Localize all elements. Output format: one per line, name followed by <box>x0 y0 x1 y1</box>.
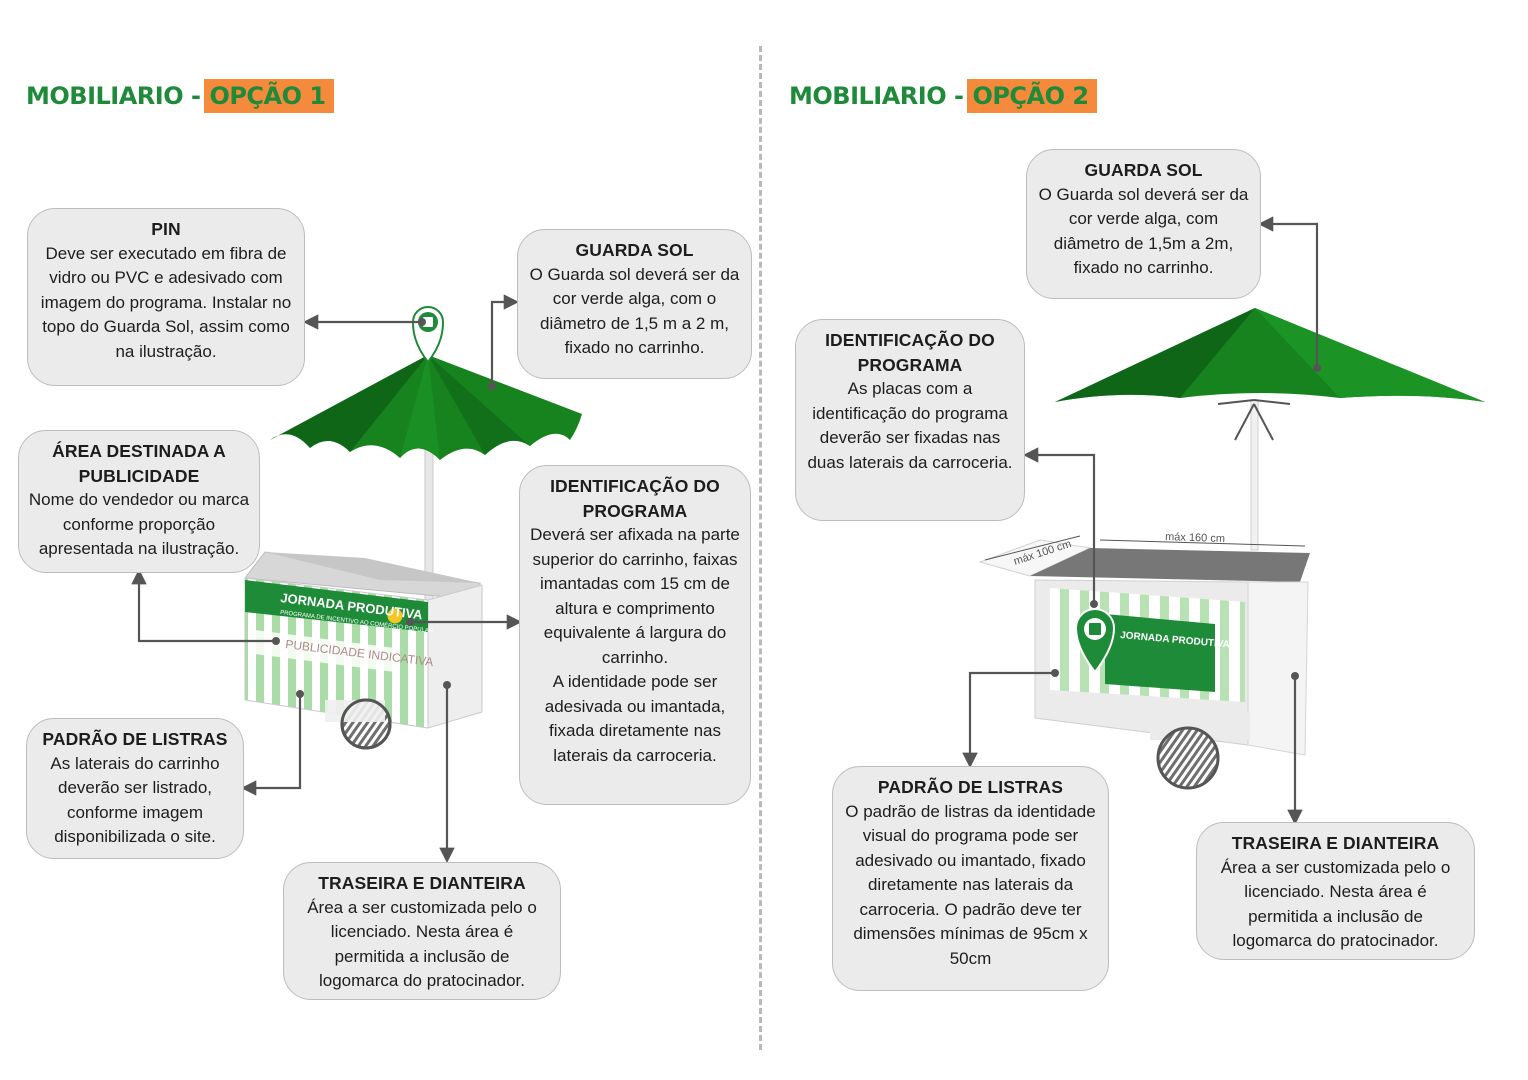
callout-traseira-2: TRASEIRA E DIANTEIRA Área a ser customiz… <box>1196 822 1475 960</box>
callout-pin-body: Deve ser executado em fibra de vidro ou … <box>40 243 292 361</box>
callout-identificacao-2-heading: IDENTIFICAÇÃO DO PROGRAMA <box>825 330 995 375</box>
left-title: MOBILIARIO - OPÇÃO 1 <box>26 78 334 114</box>
callout-traseira-1: TRASEIRA E DIANTEIRA Área a ser customiz… <box>283 862 561 1000</box>
callout-pin: PIN Deve ser executado em fibra de vidro… <box>27 208 305 386</box>
callout-area-publicidade-body: Nome do vendedor ou marca conforme propo… <box>28 490 250 558</box>
callout-identificacao-2: IDENTIFICAÇÃO DO PROGRAMA As placas com … <box>795 319 1025 521</box>
callout-identificacao-1: IDENTIFICAÇÃO DO PROGRAMA Deverá ser afi… <box>519 465 751 805</box>
umbrella-1 <box>270 355 582 460</box>
right-title-highlight: OPÇÃO 2 <box>967 79 1097 113</box>
callout-padrao-listras-2: PADRÃO DE LISTRAS O padrão de listras da… <box>832 766 1109 991</box>
callout-padrao-listras-2-body: O padrão de listras da identidade visual… <box>845 801 1096 968</box>
callout-guarda-sol-1-heading: GUARDA SOL <box>575 240 694 260</box>
left-title-main: MOBILIARIO - <box>26 82 201 110</box>
callout-padrao-listras-1-heading: PADRÃO DE LISTRAS <box>42 729 228 749</box>
pin-icon-1 <box>411 306 445 364</box>
callout-guarda-sol-2-body: O Guarda sol deverá ser da cor verde alg… <box>1038 184 1249 278</box>
section-divider <box>759 46 762 1050</box>
callout-guarda-sol-2-heading: GUARDA SOL <box>1084 160 1203 180</box>
callout-traseira-2-body: Área a ser customizada pelo o licenciado… <box>1220 857 1451 951</box>
callout-guarda-sol-1: GUARDA SOL O Guarda sol deverá ser da co… <box>517 229 752 379</box>
right-title-main: MOBILIARIO - <box>789 82 964 110</box>
left-title-highlight: OPÇÃO 1 <box>204 79 334 113</box>
callout-padrao-listras-1-body: As laterais do carrinho deverão ser list… <box>50 753 220 847</box>
umbrella-2 <box>1055 308 1485 441</box>
wheel-2 <box>1156 726 1220 790</box>
right-connectors <box>962 216 1321 826</box>
callout-pin-heading: PIN <box>151 219 181 239</box>
callout-padrao-listras-2-heading: PADRÃO DE LISTRAS <box>877 777 1064 797</box>
callout-guarda-sol-1-body: O Guarda sol deverá ser da cor verde alg… <box>529 264 740 358</box>
right-title: MOBILIARIO - OPÇÃO 2 <box>789 78 1097 114</box>
callout-padrao-listras-1: PADRÃO DE LISTRAS As laterais do carrinh… <box>26 718 244 859</box>
callout-area-publicidade-heading: ÁREA DESTINADA A PUBLICIDADE <box>52 441 226 486</box>
callout-identificacao-2-body: As placas com a identificação do program… <box>807 379 1013 472</box>
callout-identificacao-1-body: Deverá ser afixada na parte superior do … <box>530 525 740 667</box>
cart-option-2: JORNADA PRODUTIVA máx 160 cm máx 100 cm <box>978 308 1485 790</box>
callout-traseira-2-heading: TRASEIRA E DIANTEIRA <box>1231 833 1440 853</box>
callout-guarda-sol-2: GUARDA SOL O Guarda sol deverá ser da co… <box>1026 149 1261 299</box>
callout-area-publicidade: ÁREA DESTINADA A PUBLICIDADE Nome do ven… <box>18 430 260 573</box>
callout-identificacao-1-heading: IDENTIFICAÇÃO DO PROGRAMA <box>550 476 720 521</box>
callout-traseira-1-body: Área a ser customizada pelo o licenciado… <box>307 897 537 991</box>
dim-width-label: máx 160 cm <box>1165 531 1225 545</box>
cart-option-1: JORNADA PRODUTIVA PROGRAMA DE INCENTIVO … <box>244 306 582 750</box>
pin-icon-2 <box>1074 608 1116 674</box>
callout-traseira-1-heading: TRASEIRA E DIANTEIRA <box>318 873 526 893</box>
callout-identificacao-1-body2: A identidade pode ser adesivada ou imant… <box>544 672 726 765</box>
left-connectors <box>131 294 523 864</box>
